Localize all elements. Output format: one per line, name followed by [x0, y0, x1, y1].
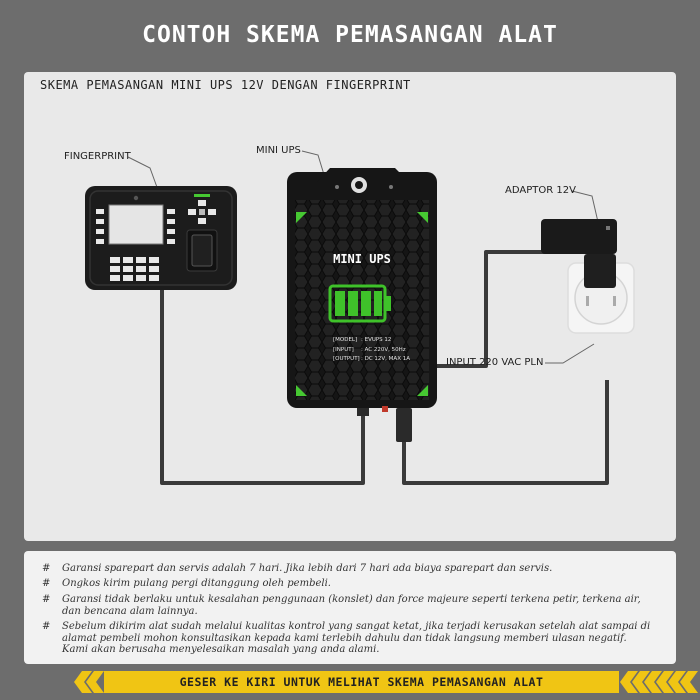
label-leaders [127, 150, 599, 364]
cables [160, 250, 609, 485]
note-bullet: # [42, 594, 51, 605]
keypad [110, 257, 159, 281]
note-bullet: # [42, 621, 51, 632]
note-text: Sebelum dikirim alat sudah melalui kuali… [62, 621, 651, 655]
notes-panel: # Garansi sparepart dan servis adalah 7 … [24, 551, 676, 664]
note-text: Garansi sparepart dan servis adalah 7 ha… [62, 563, 553, 574]
spec-value: : EVUPS 12 [361, 337, 392, 343]
chevron-arrows-icon [74, 671, 698, 693]
swipe-hint-bar: GESER KE KIRI UNTUK MELIHAT SKEMA PEMASA… [104, 671, 619, 693]
diagram-subtitle: SKEMA PEMASANGAN MINI UPS 12V DENGAN FIN… [40, 78, 411, 92]
note-bullet: # [42, 563, 51, 574]
note-text: Garansi tidak berlaku untuk kesalahan pe… [62, 594, 641, 617]
spec-row: [MODEL]: EVUPS 12 [333, 336, 433, 346]
fingerprint-cable [160, 290, 365, 485]
adaptor-label: ADAPTOR 12V [505, 185, 576, 196]
side-buttons [96, 209, 175, 244]
mini-ups-label: MINI UPS [256, 145, 301, 156]
page-title: CONTOH SKEMA PEMASANGAN ALAT [142, 22, 558, 48]
mini-ups-device [287, 168, 437, 442]
adaptor-cable [436, 250, 546, 368]
nav-pad [188, 200, 216, 224]
footer: GESER KE KIRI UNTUK MELIHAT SKEMA PEMASA… [0, 668, 700, 700]
spec-key: [INPUT] [333, 346, 354, 353]
spec-value: : AC 220V, 50Hz [361, 346, 406, 353]
mini-ups-name: MINI UPS [333, 252, 391, 266]
adaptor-device [541, 219, 635, 334]
mini-ups-specs: [MODEL]: EVUPS 12 [INPUT] : AC 220V, 50Hz… [333, 336, 433, 365]
spec-row: [OUTPUT]: DC 12V, MAX 1A [333, 355, 433, 365]
input-label: INPUT 220 VAC PLN [446, 357, 544, 368]
note-bullet: # [42, 578, 51, 589]
spec-value: : DC 12V, MAX 1A [361, 356, 410, 362]
spec-key: [OUTPUT] [333, 356, 360, 362]
spec-key: [MODEL] [333, 337, 358, 343]
fingerprint-device [85, 186, 237, 290]
swipe-hint-text: GESER KE KIRI UNTUK MELIHAT SKEMA PEMASA… [179, 675, 544, 689]
ups-output-cable [402, 380, 609, 485]
note-text: Ongkos kirim pulang pergi ditanggung ole… [62, 578, 331, 589]
spec-row: [INPUT] : AC 220V, 50Hz [333, 346, 433, 356]
battery-icon [328, 284, 391, 323]
fingerprint-label: FINGERPRINT [64, 151, 131, 162]
